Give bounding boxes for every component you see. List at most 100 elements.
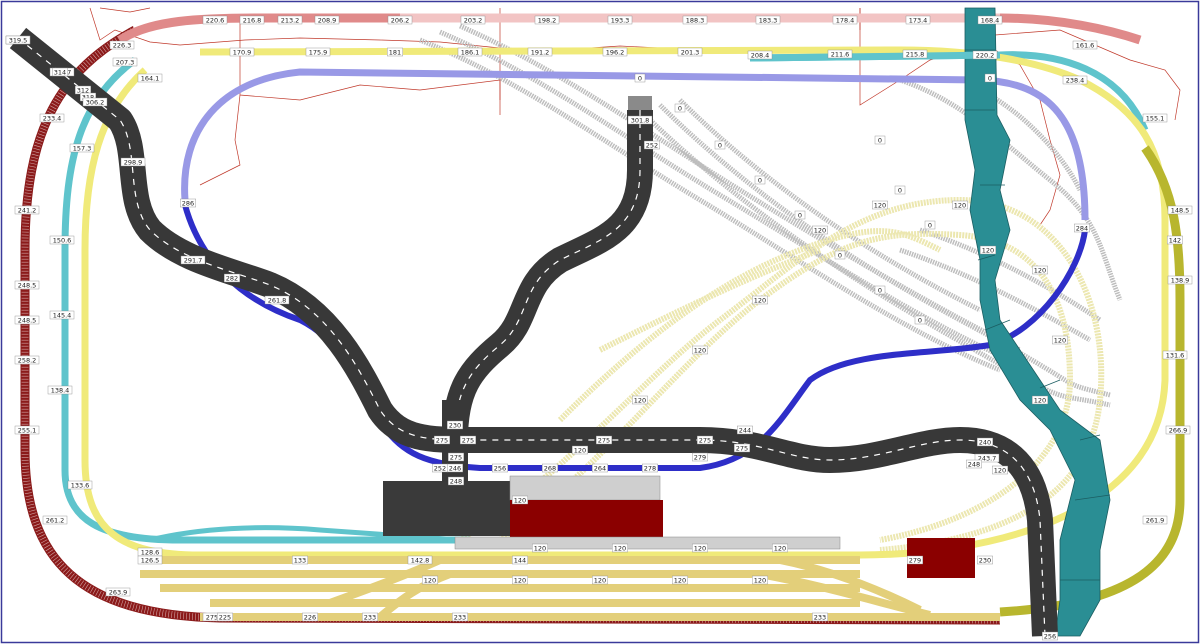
svg-text:198.2: 198.2 [538,16,557,24]
svg-text:201.3: 201.3 [681,48,700,56]
pale-120-label: 120 [612,543,629,552]
svg-text:191.2: 191.2 [531,48,550,56]
svg-text:120: 120 [994,466,1006,474]
cyan-right-label: 155.1 [1142,113,1168,122]
pink-top-label: 188.3 [682,15,708,24]
svg-text:233: 233 [814,613,826,621]
pale-120-label: 120 [992,465,1009,474]
pale-120-label: 120 [692,543,709,552]
platform-grey [454,536,841,550]
svg-text:261.9: 261.9 [1146,516,1165,524]
svg-text:120: 120 [674,576,686,584]
pink-top-label: 178.4 [832,15,858,24]
svg-text:306.2: 306.2 [86,98,105,106]
svg-text:170.9: 170.9 [233,48,252,56]
svg-text:173.4: 173.4 [909,16,928,24]
svg-text:0: 0 [638,74,642,82]
yard-a-label: 230 [977,555,994,564]
olive-right-label: 138.9 [1167,275,1193,284]
road-label: 306.2 [82,97,108,106]
road-label: 275 [734,443,751,452]
pink-top-label: 161.6 [1072,40,1098,49]
svg-text:314: 314 [54,68,66,76]
svg-text:268: 268 [544,464,556,472]
svg-text:256: 256 [1044,632,1056,640]
svg-text:207.3: 207.3 [116,58,135,66]
grey-zero-label: 0 [834,250,846,259]
svg-text:241.2: 241.2 [18,206,37,214]
svg-text:0: 0 [758,176,762,184]
svg-text:150.6: 150.6 [53,236,72,244]
svg-text:213.2: 213.2 [281,16,300,24]
svg-text:138.4: 138.4 [51,386,70,394]
road-label: 261.8 [264,295,290,304]
yellow-top-label: 186.1 [457,47,483,56]
svg-text:263.9: 263.9 [109,588,128,596]
pale-120-label: 120 [672,575,689,584]
pale-120-label: 120 [1031,395,1048,404]
red-outer-label: 255.1 [14,425,40,434]
blue-track-label: 244 [737,425,754,434]
svg-text:142.8: 142.8 [411,556,430,564]
svg-text:120: 120 [594,576,606,584]
svg-text:252: 252 [434,464,446,472]
yellow-top-label: 201.3 [677,47,703,56]
pink-top-label: 206.2 [387,15,413,24]
svg-text:312: 312 [77,86,89,94]
svg-text:0: 0 [988,74,992,82]
cyan-left-label: 164.1 [137,73,163,82]
svg-text:183.3: 183.3 [759,16,778,24]
svg-text:279: 279 [909,556,921,564]
road-label: 319.5 [5,35,31,44]
svg-text:258.2: 258.2 [18,356,37,364]
pink-top-label: 213.2 [277,15,303,24]
svg-text:164.1: 164.1 [141,74,160,82]
svg-text:0: 0 [798,211,802,219]
road-label: 248 [448,476,465,485]
yard-a-label: 126.5 [137,555,163,564]
yard-a-label: 144 [512,555,529,564]
svg-text:120: 120 [424,576,436,584]
svg-text:248: 248 [450,477,462,485]
svg-text:230: 230 [449,421,461,429]
olive-right-label: 131.6 [1162,350,1188,359]
svg-text:301.8: 301.8 [631,116,650,124]
svg-text:233: 233 [454,613,466,621]
river [964,7,1111,637]
pink-top-label: 203.2 [460,15,486,24]
svg-text:275: 275 [462,436,474,444]
svg-text:206.2: 206.2 [391,16,410,24]
cyan-right-label: 208.4 [747,50,773,59]
svg-text:0: 0 [838,251,842,259]
svg-text:275: 275 [699,436,711,444]
svg-text:275: 275 [598,436,610,444]
building-red [510,500,663,538]
svg-text:186.1: 186.1 [461,48,480,56]
cyan-left-label: 207.3 [112,57,138,66]
grey-zero-label: 0 [924,220,936,229]
svg-text:120: 120 [874,201,886,209]
pink-top-label: 220.6 [202,15,228,24]
svg-text:138.9: 138.9 [1171,276,1190,284]
pink-top-label: 173.4 [905,15,931,24]
olive-right-label: 148.5 [1167,205,1193,214]
red-outer-label: 263.9 [105,587,131,596]
yard-a-label: 142.8 [407,555,433,564]
road-label: 291.7 [180,255,206,264]
svg-text:145.4: 145.4 [53,311,72,319]
pale-120-label: 120 [572,445,589,454]
svg-text:128.6: 128.6 [141,548,160,556]
grey-zero-label: 0 [674,103,686,112]
yard-b-label: 233 [362,612,379,621]
red-outer-label: 258.2 [14,355,40,364]
svg-text:120: 120 [982,246,994,254]
svg-text:246: 246 [449,464,461,472]
svg-text:291.7: 291.7 [184,256,203,264]
svg-text:318: 318 [82,93,94,101]
svg-text:120: 120 [534,544,546,552]
svg-text:233.4: 233.4 [43,114,62,122]
svg-text:282: 282 [226,274,238,282]
yellow-top-label: 170.9 [229,47,255,56]
road-label: 275 [460,435,477,444]
